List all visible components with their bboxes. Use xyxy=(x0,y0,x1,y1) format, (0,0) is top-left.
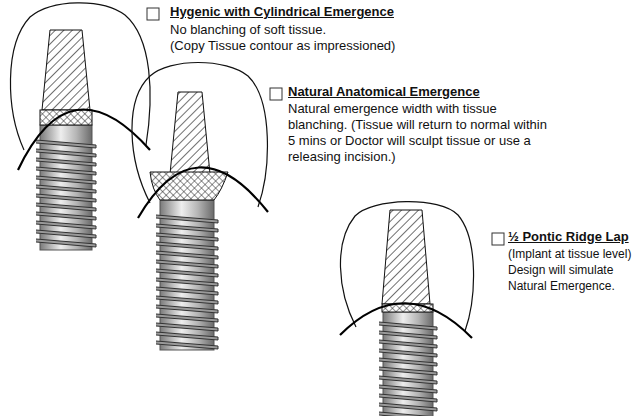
tissue-line xyxy=(18,110,150,171)
thread xyxy=(379,376,437,384)
note-text: Natural emergence width with tissue blan… xyxy=(288,101,550,165)
checkbox xyxy=(492,233,504,245)
thread xyxy=(379,394,437,402)
thread xyxy=(379,340,437,348)
thread xyxy=(36,203,96,211)
thread xyxy=(156,341,218,349)
checkbox xyxy=(147,8,159,20)
thread xyxy=(36,221,96,229)
thread xyxy=(156,260,218,268)
thread xyxy=(156,224,218,232)
option-heading: Hygenic with Cylindrical Emergence xyxy=(170,3,445,20)
thread xyxy=(156,287,218,295)
thread xyxy=(36,239,96,247)
tissue-line xyxy=(340,303,472,338)
thread xyxy=(379,385,437,393)
crown-outline xyxy=(10,3,150,150)
thread xyxy=(36,194,96,202)
note-text: Design will simulate Natural Emergence. xyxy=(508,262,636,294)
abutment xyxy=(42,30,90,110)
abutment xyxy=(382,210,430,304)
thread xyxy=(156,314,218,322)
thread xyxy=(379,403,437,411)
abutment xyxy=(170,92,210,174)
thread xyxy=(379,412,437,416)
thread xyxy=(156,251,218,259)
thread xyxy=(379,322,437,330)
thread xyxy=(379,349,437,357)
thread xyxy=(379,331,437,339)
option-heading: ½ Pontic Ridge Lap xyxy=(508,228,636,245)
thread xyxy=(36,230,96,238)
thread xyxy=(36,158,96,166)
crown-outline xyxy=(340,202,473,331)
option-heading: Natural Anatomical Emergence xyxy=(288,83,550,100)
thread xyxy=(156,332,218,340)
thread xyxy=(156,269,218,277)
thread xyxy=(156,278,218,286)
implant-threads xyxy=(36,140,437,416)
tissue-line xyxy=(138,167,268,218)
thread xyxy=(36,149,96,157)
thread xyxy=(36,176,96,184)
implant-bodies xyxy=(40,125,433,416)
thread xyxy=(36,140,96,148)
checkbox xyxy=(270,88,282,100)
thread xyxy=(156,242,218,250)
thread xyxy=(156,215,218,223)
note-text: No blanching of soft tissue. xyxy=(170,22,425,38)
thread xyxy=(379,367,437,375)
thread xyxy=(156,323,218,331)
thread xyxy=(36,185,96,193)
thread xyxy=(156,296,218,304)
thread xyxy=(156,305,218,313)
thread xyxy=(36,212,96,220)
note-text: (Implant at tissue level) xyxy=(508,246,636,262)
note-text: (Copy Tissue contour as impressioned) xyxy=(170,38,432,54)
thread xyxy=(36,167,96,175)
thread xyxy=(156,233,218,241)
thread xyxy=(379,358,437,366)
crown-outline xyxy=(132,63,267,208)
